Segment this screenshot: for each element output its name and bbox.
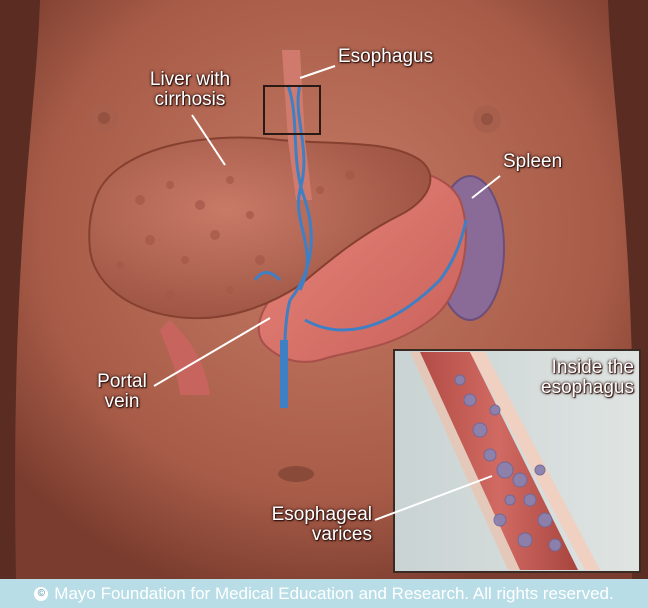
torso-illustration xyxy=(0,0,648,579)
label-inside-the-esophagus: Inside the esophagus xyxy=(530,358,634,398)
navel xyxy=(278,466,314,482)
label-liver-with-cirrhosis: Liver with cirrhosis xyxy=(130,70,250,110)
label-portal-vein: Portal vein xyxy=(82,372,162,412)
left-nipple-center xyxy=(98,112,110,124)
label-spleen: Spleen xyxy=(503,152,562,172)
label-esophageal-varices: Esophageal varices xyxy=(246,505,372,545)
copyright-icon: © xyxy=(34,587,48,601)
label-esophagus: Esophagus xyxy=(338,47,433,67)
portal-vein xyxy=(280,340,288,408)
right-nipple-center xyxy=(481,113,493,125)
copyright-footer: © Mayo Foundation for Medical Education … xyxy=(0,579,648,608)
copyright-text: Mayo Foundation for Medical Education an… xyxy=(54,584,613,604)
